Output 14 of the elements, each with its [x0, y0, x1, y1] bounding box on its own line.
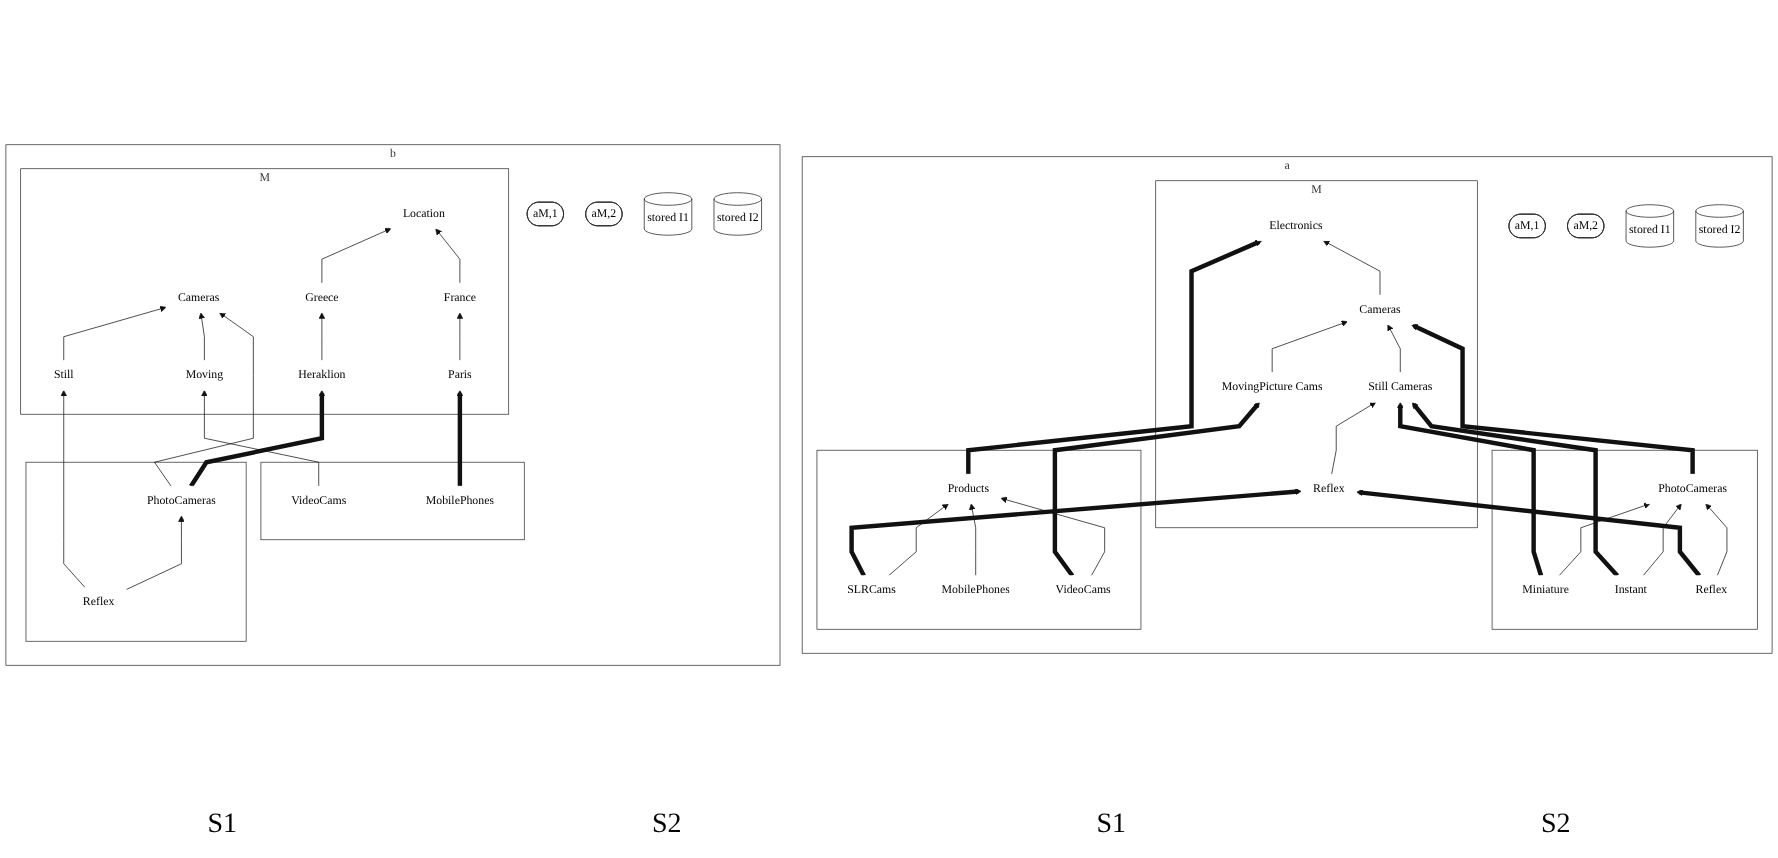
arrow [456, 389, 464, 487]
arrow [966, 239, 1263, 475]
source-label: S1 [1096, 810, 1127, 844]
arrow [1411, 401, 1620, 578]
cluster [816, 449, 1142, 630]
arrow [1397, 401, 1544, 577]
source-label: S1 [207, 810, 238, 844]
cluster [260, 461, 525, 541]
source-label: S2 [651, 810, 682, 844]
arrow [1411, 323, 1695, 475]
arrow [1052, 401, 1260, 578]
cluster [1491, 449, 1758, 630]
cluster [25, 461, 247, 642]
source-label: S2 [1540, 810, 1571, 844]
